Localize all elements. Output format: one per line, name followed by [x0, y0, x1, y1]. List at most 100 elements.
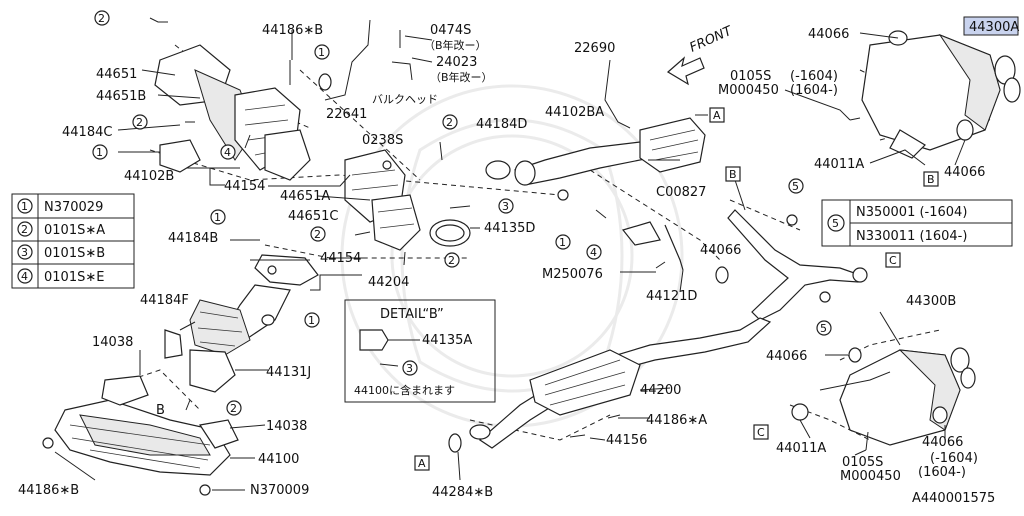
detail-note: 44100に含まれます: [354, 383, 455, 397]
label-44102BA: 44102BA: [545, 105, 604, 120]
label-44186A: 44186∗A: [646, 413, 707, 428]
label-B-in-diagram: B: [156, 403, 165, 418]
label-44184B: 44184B: [168, 231, 218, 246]
label-44186B-bottom: 44186∗B: [18, 483, 79, 498]
label-M000450-br: M000450: [840, 469, 901, 484]
svg-text:5: 5: [820, 322, 827, 335]
legend-code-1: N370029: [44, 200, 103, 215]
label-44154-mid: 44154: [320, 251, 361, 266]
label-44186B-top: 44186∗B: [262, 23, 323, 38]
label-M000450-tr: M000450: [718, 83, 779, 98]
svg-text:3: 3: [21, 246, 28, 259]
front-arrow-icon: [666, 56, 705, 86]
label-44066-mid: 44066: [700, 243, 741, 258]
svg-text:1: 1: [308, 314, 315, 327]
label-14038-b: 14038: [266, 419, 307, 434]
legend-nut-5: 5 N350001 (-1604) N330011 (1604-): [821, 199, 1013, 247]
label-44200: 44200: [640, 383, 681, 398]
label-22690: 22690: [574, 41, 615, 56]
legend-code-3: 0101S∗B: [44, 246, 105, 261]
label-44066-br: 44066: [922, 435, 963, 450]
label-44066-rm: 44066: [766, 349, 807, 364]
callout-1-upper: 1: [314, 44, 330, 60]
label-0474S: 0474S: [430, 23, 471, 38]
callout-3-center: 3: [498, 198, 514, 214]
drawing-number: A440001575: [912, 491, 995, 506]
svg-text:3: 3: [406, 362, 413, 375]
label-44184C: 44184C: [62, 125, 112, 140]
svg-text:B: B: [927, 173, 935, 186]
marker-A-top: A: [709, 107, 725, 123]
detail-part: 44135A: [422, 333, 472, 348]
label-N370009: N370009: [250, 483, 309, 498]
callout-1-b: 1: [210, 209, 226, 225]
svg-text:4: 4: [590, 246, 597, 259]
legend-fasteners: 1 N370029 2 0101S∗A 3 0101S∗B 4 0101S∗E: [11, 193, 135, 289]
svg-text:1: 1: [21, 200, 28, 213]
exhaust-manifold-44100: [42, 375, 239, 496]
fasteners: [149, 17, 869, 451]
legend-right-row-1: N350001 (-1604): [856, 205, 967, 220]
reference-markers: A B B C C A: [414, 107, 939, 471]
detail-b-box: DETAIL“B” 44135A 3 44100に含まれます: [344, 299, 496, 403]
label-0238S: 0238S: [362, 133, 403, 148]
svg-text:2: 2: [98, 12, 105, 25]
svg-text:4: 4: [224, 146, 231, 159]
label-44156: 44156: [606, 433, 647, 448]
label-44102B: 44102B: [124, 169, 174, 184]
marker-C-right: C: [885, 252, 901, 268]
label-44184F: 44184F: [140, 293, 189, 308]
label-44066-tr: 44066: [808, 27, 849, 42]
callout-2-center: 2: [442, 114, 458, 130]
svg-text:1: 1: [559, 236, 566, 249]
label-14038-a: 14038: [92, 335, 133, 350]
label-C00827: C00827: [656, 185, 706, 200]
svg-text:5: 5: [792, 180, 799, 193]
legend-right-row-2: N330011 (1604-): [856, 229, 967, 244]
label-44300A[interactable]: 44300A: [969, 20, 1019, 35]
label-M250076: M250076: [542, 267, 603, 282]
marker-B-right: B: [923, 171, 939, 187]
svg-text:1: 1: [214, 211, 221, 224]
legend-row-1: 1 N370029: [17, 198, 103, 215]
label-44300B: 44300B: [906, 294, 956, 309]
legend-row-4: 4 0101S∗E: [17, 268, 104, 285]
front-label: FRONT: [688, 23, 736, 55]
callout-4-center: 4: [586, 244, 602, 260]
label-44131J: 44131J: [266, 365, 311, 380]
svg-text:C: C: [889, 254, 897, 267]
label-22641: 22641: [326, 107, 367, 122]
label-44204: 44204: [368, 275, 409, 290]
label-44651B: 44651B: [96, 89, 146, 104]
label-1604-c: (-1604): [930, 451, 978, 466]
callout-1-d: 1: [304, 312, 320, 328]
muffler-44300A: [861, 30, 1021, 159]
callout-2-top: 2: [94, 10, 110, 26]
marker-A-bottom: A: [414, 455, 430, 471]
callout-2-b: 2: [310, 226, 326, 242]
label-44651: 44651: [96, 67, 137, 82]
label-1604-d: (1604-): [918, 465, 966, 480]
legend-row-3: 3 0101S∗B: [17, 244, 105, 261]
callout-1-left: 1: [92, 144, 108, 160]
label-0474S-note: （B年改ー）: [424, 38, 487, 52]
marker-C-bottom: C: [753, 424, 769, 440]
label-0105S-br: 0105S: [842, 455, 883, 470]
svg-text:3: 3: [502, 200, 509, 213]
muffler-44300B: [819, 347, 976, 446]
svg-text:2: 2: [230, 402, 237, 415]
lower-manifold-chain: [164, 254, 319, 393]
svg-text:2: 2: [446, 116, 453, 129]
label-44184D: 44184D: [476, 117, 527, 132]
label-24023-note: （B年改ー）: [430, 70, 493, 84]
label-1604-b: (1604-): [790, 83, 838, 98]
label-1604-a: (-1604): [790, 69, 838, 84]
legend-row-2: 2 0101S∗A: [17, 221, 105, 238]
svg-text:2: 2: [314, 228, 321, 241]
label-44011A-tr: 44011A: [814, 157, 864, 172]
front-exhaust-manifold-upper: [154, 44, 311, 181]
legend-code-4: 0101S∗E: [44, 270, 104, 285]
label-44135D: 44135D: [484, 221, 535, 236]
svg-text:5: 5: [832, 217, 839, 230]
